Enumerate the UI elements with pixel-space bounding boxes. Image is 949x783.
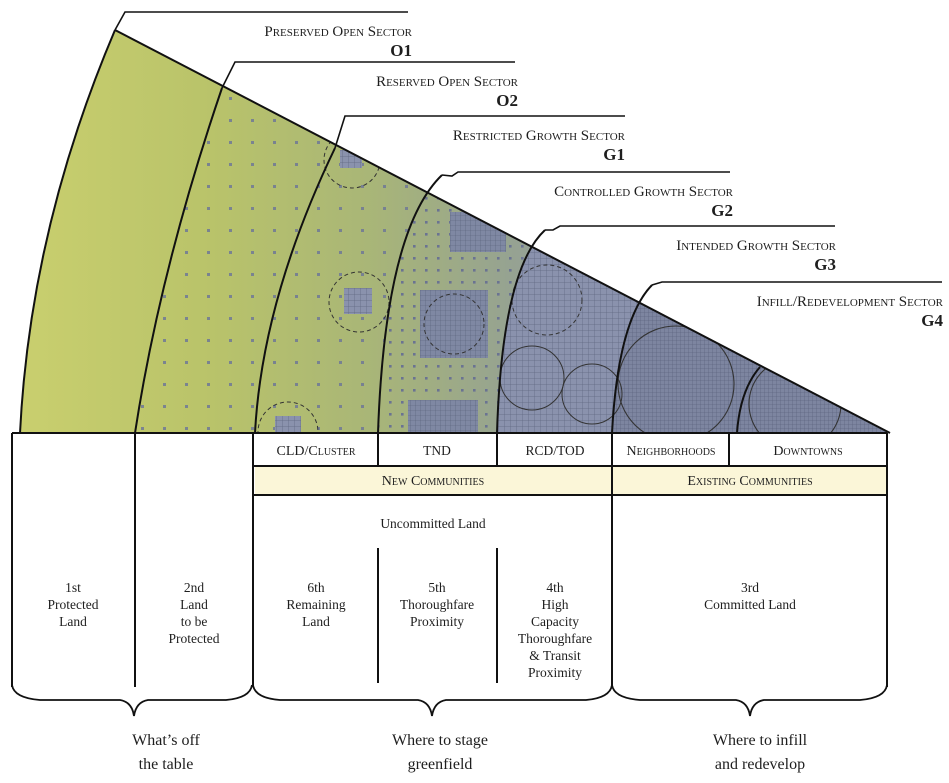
uncommitted-label: Uncommitted Land bbox=[380, 516, 486, 531]
priority-cell-line: to be bbox=[181, 614, 208, 629]
existing-communities-band bbox=[612, 466, 887, 495]
sector-name: Intended Growth Sector bbox=[676, 238, 836, 254]
priority-cell-line: Proximity bbox=[528, 665, 582, 680]
sector-boundaries bbox=[19, 29, 891, 434]
sector-name: Restricted Growth Sector bbox=[453, 128, 626, 144]
leader-lines bbox=[114, 11, 942, 286]
priority-cell-line: 6th bbox=[307, 580, 325, 595]
community-type-label: TND bbox=[423, 443, 451, 458]
sector-name: Controlled Growth Sector bbox=[554, 184, 734, 200]
priority-cell-line: Committed Land bbox=[704, 597, 796, 612]
priority-cell-line: & Transit bbox=[529, 648, 581, 663]
sector-code: O1 bbox=[390, 41, 412, 60]
community-type-label: CLD/Cluster bbox=[276, 444, 355, 459]
priority-cell-line: Capacity bbox=[531, 614, 579, 629]
priority-cell-line: Protected bbox=[48, 597, 99, 612]
sector-name: Infill/Redevelopment Sector bbox=[757, 294, 944, 310]
community-type-label: RCD/TOD bbox=[525, 443, 584, 458]
priority-cell-line: High bbox=[542, 597, 569, 612]
priority-cell-line: 4th bbox=[546, 580, 564, 595]
fan-textures bbox=[135, 88, 890, 433]
priority-cell-line: 2nd bbox=[184, 580, 205, 595]
community-group-label: Existing Communities bbox=[687, 474, 812, 489]
footer-captions: What’s off the table Where to stage greenfi… bbox=[132, 732, 807, 773]
priority-cell-line: Remaining bbox=[286, 597, 345, 612]
priority-cell-line: 1st bbox=[65, 580, 81, 595]
community-group-label: New Communities bbox=[382, 474, 484, 489]
priority-cell-line: Proximity bbox=[410, 614, 464, 629]
footer-caption-line: and redevelop bbox=[715, 756, 805, 773]
footer-caption-line: greenfield bbox=[408, 756, 473, 773]
community-type-label: Downtowns bbox=[773, 444, 842, 459]
priority-cell-line: 5th bbox=[428, 580, 446, 595]
priority-cell-line: Land bbox=[302, 614, 330, 629]
priority-cell-line: 3rd bbox=[741, 580, 759, 595]
priority-cell-line: Thoroughfare bbox=[518, 631, 592, 646]
priority-cell-line: Land bbox=[59, 614, 87, 629]
priority-cell-line: Thoroughfare bbox=[400, 597, 474, 612]
priority-cell-line: Protected bbox=[169, 631, 220, 646]
sector-code: G1 bbox=[603, 145, 625, 164]
priority-table: CLD/Cluster TND RCD/TOD Neighborhoods Do… bbox=[11, 432, 888, 717]
sector-code: O2 bbox=[496, 91, 518, 110]
footer-caption-line: the table bbox=[139, 756, 194, 773]
footer-caption-line: Where to infill bbox=[713, 732, 808, 749]
priority-cell-line: Land bbox=[180, 597, 208, 612]
sector-code: G2 bbox=[711, 201, 733, 220]
sector-code: G4 bbox=[921, 311, 943, 330]
footer-caption-line: What’s off bbox=[132, 732, 200, 749]
footer-braces bbox=[11, 684, 888, 717]
community-type-label: Neighborhoods bbox=[626, 444, 715, 459]
sector-labels: Preserved Open Sector O1 Reserved Open S… bbox=[264, 24, 943, 330]
sector-name: Preserved Open Sector bbox=[264, 24, 412, 40]
sector-name: Reserved Open Sector bbox=[376, 74, 519, 90]
sector-code: G3 bbox=[814, 255, 836, 274]
footer-caption-line: Where to stage bbox=[392, 732, 488, 749]
new-communities-band bbox=[255, 466, 612, 495]
